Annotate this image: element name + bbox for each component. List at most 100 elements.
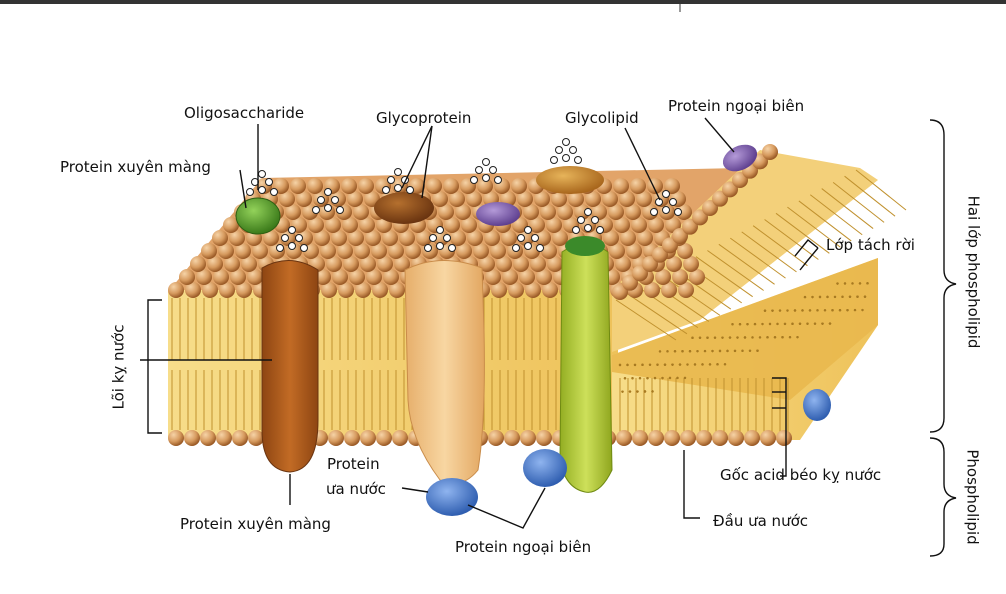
surface-dot xyxy=(636,390,638,392)
sugar-unit xyxy=(490,167,497,174)
surface-dot xyxy=(766,336,768,338)
head-ball xyxy=(341,178,357,194)
head-ball xyxy=(168,430,184,446)
surface-dot xyxy=(674,350,676,352)
sugar-unit xyxy=(282,235,289,242)
sugar-unit xyxy=(597,227,604,234)
surface-dot xyxy=(714,337,716,339)
sugar-unit xyxy=(425,245,432,252)
surface-dot xyxy=(779,309,781,311)
surface-dot xyxy=(634,364,636,366)
surface-dot xyxy=(644,390,646,392)
sugar-unit xyxy=(663,207,670,214)
head-ball xyxy=(630,178,646,194)
sugar-unit xyxy=(247,189,254,196)
surface-dot xyxy=(784,323,786,325)
head-ball xyxy=(616,430,632,446)
surface-dot xyxy=(746,323,748,325)
surface-dot xyxy=(649,364,651,366)
label-phospholipid: Phospholipid xyxy=(964,449,982,544)
sugar-unit xyxy=(513,245,520,252)
surface-dot xyxy=(716,363,718,365)
sugar-unit xyxy=(483,159,490,166)
surface-dot xyxy=(819,296,821,298)
sugar-unit xyxy=(318,197,325,204)
surface-dot xyxy=(706,337,708,339)
head-ball xyxy=(760,430,776,446)
surface-dot xyxy=(856,296,858,298)
surface-dot xyxy=(804,296,806,298)
sugar-unit xyxy=(395,185,402,192)
surface-dot xyxy=(639,377,641,379)
surface-dot xyxy=(764,310,766,312)
sugar-unit xyxy=(471,177,478,184)
head-ball xyxy=(344,430,360,446)
surface-dot xyxy=(749,350,751,352)
surface-dot xyxy=(776,323,778,325)
surface-dot xyxy=(824,309,826,311)
head-ball xyxy=(200,430,216,446)
head-ball xyxy=(184,430,200,446)
sugar-unit xyxy=(663,191,670,198)
surface-dot xyxy=(696,350,698,352)
surface-dot xyxy=(664,364,666,366)
head-ball xyxy=(307,178,323,194)
label-protein-xuyen-mang-top: Protein xuyên màng xyxy=(60,158,211,176)
sugar-unit xyxy=(266,179,273,186)
label-dau-ua-nuoc: Đầu ưa nước xyxy=(713,512,808,530)
surface-dot xyxy=(816,309,818,311)
lime-protein-cap xyxy=(565,236,605,256)
surface-dot xyxy=(681,350,683,352)
surface-dot xyxy=(651,390,653,392)
sugar-unit xyxy=(525,227,532,234)
surface-dot xyxy=(829,322,831,324)
head-ball xyxy=(201,243,217,259)
sugar-unit xyxy=(675,209,682,216)
sugar-unit xyxy=(532,235,539,242)
head-ball xyxy=(504,430,520,446)
peripheral-protein-blue-3 xyxy=(803,389,831,421)
label-protein-ua-nuoc-1: Protein xyxy=(327,455,380,473)
surface-dot xyxy=(741,350,743,352)
surface-dot xyxy=(689,350,691,352)
sugar-unit xyxy=(395,169,402,176)
sugar-unit xyxy=(476,167,483,174)
surface-dot xyxy=(789,336,791,338)
surface-dot xyxy=(859,282,861,284)
surface-dot xyxy=(694,363,696,365)
surface-dot xyxy=(841,296,843,298)
head-ball xyxy=(647,178,663,194)
surface-dot xyxy=(814,323,816,325)
sugar-unit xyxy=(325,205,332,212)
sugar-unit xyxy=(670,199,677,206)
surface-dot xyxy=(626,364,628,366)
surface-dot xyxy=(851,282,853,284)
head-ball xyxy=(762,144,778,160)
surface-dot xyxy=(734,350,736,352)
surface-dot xyxy=(691,337,693,339)
sugar-unit xyxy=(313,207,320,214)
sugar-unit xyxy=(651,209,658,216)
surface-dot xyxy=(719,350,721,352)
surface-dot xyxy=(854,309,856,311)
surface-dot xyxy=(811,296,813,298)
top-border xyxy=(0,0,1006,4)
surface-dot xyxy=(744,336,746,338)
head-ball xyxy=(328,430,344,446)
surface-dot xyxy=(864,296,866,298)
surface-dot xyxy=(771,309,773,311)
label-goc-acid-beo: Gốc acid béo kỵ nước xyxy=(720,466,881,484)
surface-dot xyxy=(826,296,828,298)
sugar-unit xyxy=(570,147,577,154)
head-ball xyxy=(664,430,680,446)
label-loi-ky-nuoc: Lõi kỵ nước xyxy=(109,325,127,410)
surface-dot xyxy=(866,282,868,284)
surface-dot xyxy=(661,377,663,379)
surface-dot xyxy=(821,322,823,324)
surface-dot xyxy=(849,296,851,298)
sugar-unit xyxy=(289,243,296,250)
sugar-unit xyxy=(518,235,525,242)
glycolipid-cap xyxy=(536,166,604,194)
sugar-unit xyxy=(563,139,570,146)
